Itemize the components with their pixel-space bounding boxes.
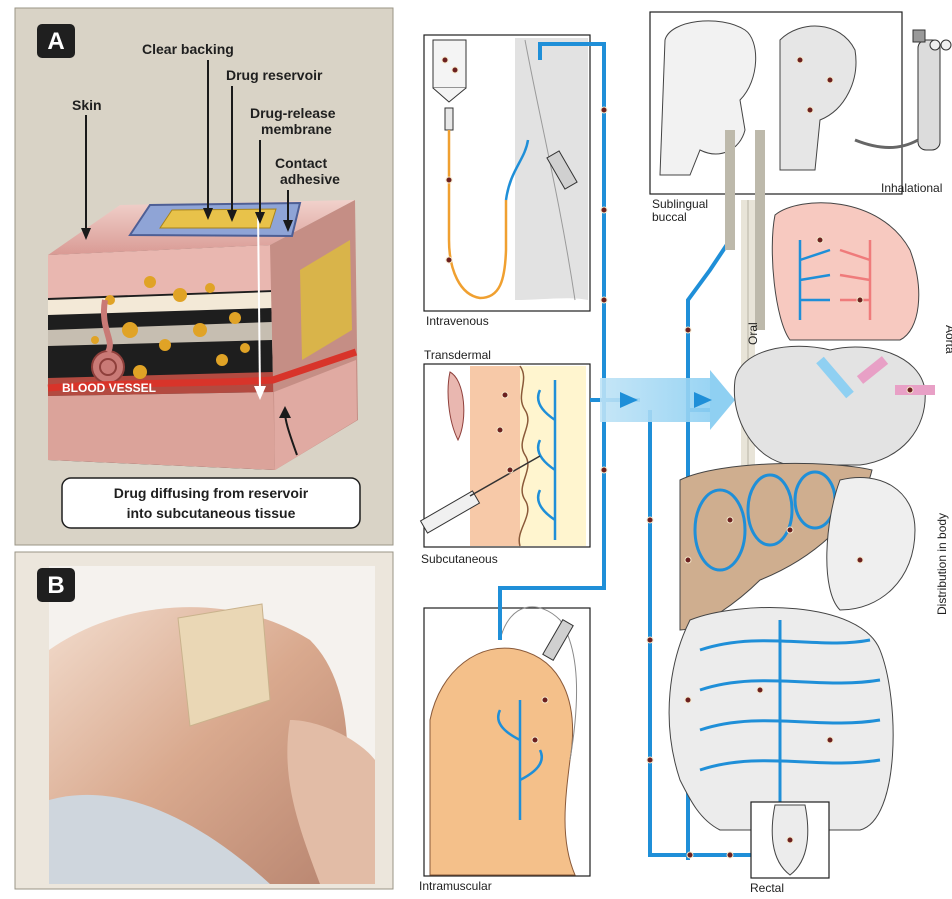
panel-a: A bbox=[15, 8, 393, 545]
badge-b: B bbox=[47, 572, 64, 599]
skin-cross-section bbox=[48, 200, 358, 470]
intramuscular-panel: Intramuscular bbox=[419, 607, 590, 893]
label-clear-backing: Clear backing bbox=[142, 41, 234, 57]
label-sublingual-2: buccal bbox=[652, 210, 687, 224]
diffusion-callout: Drug diffusing from reservoir into subcu… bbox=[62, 478, 360, 528]
label-blood-vessel: BLOOD VESSEL bbox=[62, 381, 156, 395]
label-adhesive-2: adhesive bbox=[280, 171, 340, 187]
label-membrane-2: membrane bbox=[261, 121, 332, 137]
oxygen-tank bbox=[913, 30, 951, 150]
badge-a: A bbox=[47, 28, 64, 55]
label-transdermal: Transdermal bbox=[424, 348, 491, 362]
callout-line-2: into subcutaneous tissue bbox=[127, 505, 296, 521]
label-oral: Oral bbox=[746, 322, 760, 345]
label-sublingual-1: Sublingual bbox=[652, 197, 708, 211]
label-skin: Skin bbox=[72, 97, 102, 113]
label-drug-reservoir: Drug reservoir bbox=[226, 67, 323, 83]
label-distribution: Distribution in body bbox=[935, 513, 949, 615]
transdermal-panel: Transdermal Subcutaneous bbox=[421, 348, 590, 566]
stomach bbox=[827, 477, 915, 610]
panel-b: B bbox=[15, 552, 393, 889]
label-adhesive-1: Contact bbox=[275, 155, 327, 171]
label-inhalational: Inhalational bbox=[881, 181, 942, 195]
label-rectal: Rectal bbox=[750, 881, 784, 895]
label-intramuscular: Intramuscular bbox=[419, 879, 492, 893]
flow-band bbox=[600, 378, 710, 422]
label-subcutaneous: Subcutaneous bbox=[421, 552, 498, 566]
callout-line-1: Drug diffusing from reservoir bbox=[114, 485, 309, 501]
label-aorta: Aorta bbox=[943, 325, 952, 354]
label-intravenous: Intravenous bbox=[426, 314, 489, 328]
label-membrane-1: Drug-release bbox=[250, 105, 336, 121]
routes-diagram: Intravenous Transdermal Subcutaneous Int… bbox=[419, 12, 952, 895]
heart bbox=[734, 346, 935, 465]
lung bbox=[772, 203, 918, 340]
rectal-panel: Rectal bbox=[750, 802, 829, 895]
